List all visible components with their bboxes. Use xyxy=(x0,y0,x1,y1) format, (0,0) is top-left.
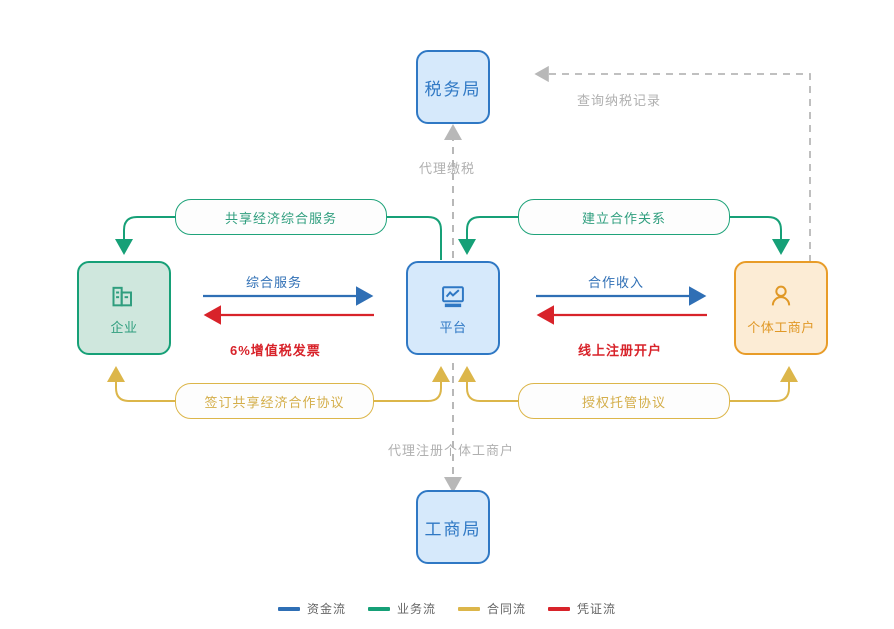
connector-pill-to-platform-green xyxy=(458,216,518,255)
legend-business-flow-swatch xyxy=(367,606,390,611)
legend-contract-flow: 合同流 xyxy=(458,600,526,617)
connector-contract-to-merchant-yellow xyxy=(730,366,798,402)
connector-contract-to-platform-left-yellow xyxy=(374,366,450,402)
pill-sign-agreement-label: 签订共享经济合作协议 xyxy=(204,394,345,410)
label-online-register: 线上注册开户 xyxy=(578,343,663,358)
node-enterprise[interactable]: 企业 xyxy=(77,261,171,355)
pill-sign-agreement[interactable]: 签订共享经济合作协议 xyxy=(175,383,374,419)
legend: 资金流 业务流 合同流 凭证流 xyxy=(0,600,894,617)
legend-fund-flow: 资金流 xyxy=(277,600,346,617)
node-aic-bureau-label: 工商局 xyxy=(424,519,482,539)
label-comprehensive-service: 综合服务 xyxy=(246,275,303,290)
connector-contract-to-platform-right-yellow xyxy=(458,366,518,402)
label-cooperation-income: 合作收入 xyxy=(588,275,645,290)
legend-voucher-flow-swatch xyxy=(548,606,571,611)
node-merchant[interactable]: 个体工商户 xyxy=(734,261,828,355)
legend-voucher-flow: 凭证流 xyxy=(548,600,616,617)
label-vat-invoice: 6%增值税发票 xyxy=(230,343,321,358)
label-agent-tax-payment: 代理缴税 xyxy=(419,161,476,176)
legend-fund-flow-label: 资金流 xyxy=(306,602,346,616)
node-platform-label: 平台 xyxy=(439,319,467,335)
pill-custody-agreement-label: 授权托管协议 xyxy=(581,394,666,410)
legend-contract-flow-swatch xyxy=(458,606,480,611)
pill-shared-economy-service-label: 共享经济综合服务 xyxy=(224,210,337,226)
connector-query-tax-record-dashed xyxy=(534,65,811,262)
legend-voucher-flow-label: 凭证流 xyxy=(577,602,617,616)
person-icon xyxy=(767,281,795,311)
pill-establish-partnership[interactable]: 建立合作关系 xyxy=(518,199,730,235)
connector-contract-to-enterprise-yellow xyxy=(107,366,175,402)
building-icon xyxy=(110,281,138,311)
pill-establish-partnership-label: 建立合作关系 xyxy=(581,210,666,226)
legend-business-flow-label: 业务流 xyxy=(396,602,436,616)
node-enterprise-label: 企业 xyxy=(110,319,138,335)
node-aic-bureau[interactable]: 工商局 xyxy=(416,490,490,564)
legend-business-flow: 业务流 xyxy=(367,600,436,617)
label-query-tax-record: 查询纳税记录 xyxy=(577,93,662,108)
label-agent-register: 代理注册个体工商户 xyxy=(388,443,515,458)
connector-pill-to-enterprise-green xyxy=(115,216,175,255)
node-platform[interactable]: 平台 xyxy=(406,261,500,355)
legend-fund-flow-swatch xyxy=(277,606,300,611)
pill-custody-agreement[interactable]: 授权托管协议 xyxy=(518,383,730,419)
node-tax-bureau[interactable]: 税务局 xyxy=(416,50,490,124)
connector-platform-to-merchant-green xyxy=(730,216,790,255)
node-tax-bureau-label: 税务局 xyxy=(424,79,482,99)
legend-contract-flow-label: 合同流 xyxy=(487,602,527,616)
connector-platform-to-enterprise-green xyxy=(387,216,442,260)
node-merchant-label: 个体工商户 xyxy=(747,319,815,335)
monitor-chart-icon xyxy=(439,281,467,311)
pill-shared-economy-service[interactable]: 共享经济综合服务 xyxy=(175,199,387,235)
